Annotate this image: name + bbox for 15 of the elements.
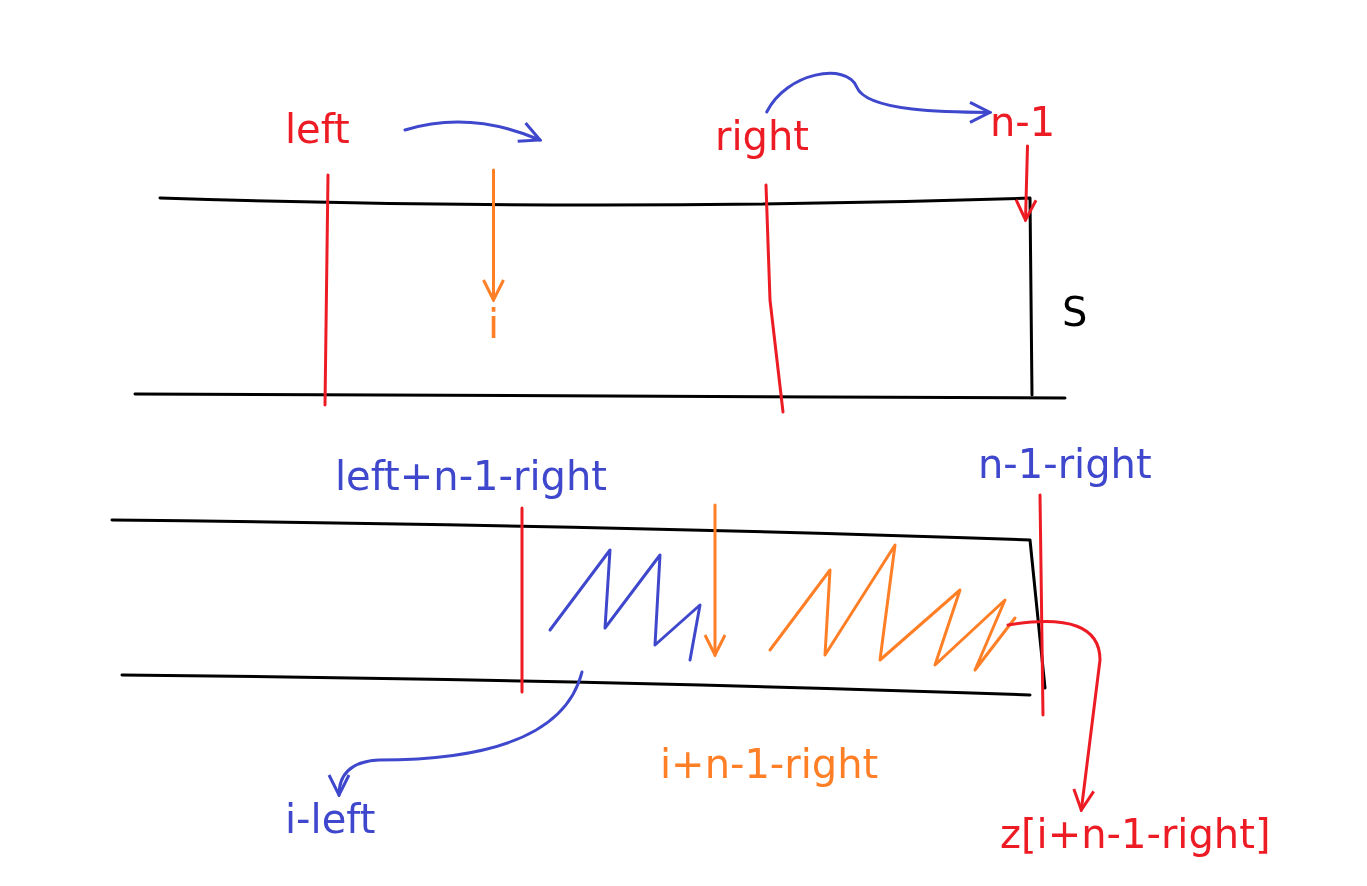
arrow bbox=[765, 72, 992, 124]
index-label: left+n-1-right bbox=[335, 452, 607, 500]
arrow bbox=[328, 670, 584, 797]
string-label: S bbox=[1062, 288, 1088, 336]
arrow bbox=[482, 168, 505, 302]
variable-label: i bbox=[488, 300, 500, 348]
index-label: z[i+n-1-right] bbox=[1000, 810, 1271, 858]
variable-label: right bbox=[715, 112, 809, 160]
variable-label: n-1 bbox=[990, 98, 1056, 146]
index-label: i-left bbox=[285, 795, 376, 843]
variable-label: left bbox=[285, 105, 350, 153]
index-label: n-1-right bbox=[978, 440, 1152, 488]
index-label: i+n-1-right bbox=[660, 740, 879, 788]
arrow bbox=[1006, 620, 1102, 812]
arrow bbox=[1014, 144, 1038, 222]
